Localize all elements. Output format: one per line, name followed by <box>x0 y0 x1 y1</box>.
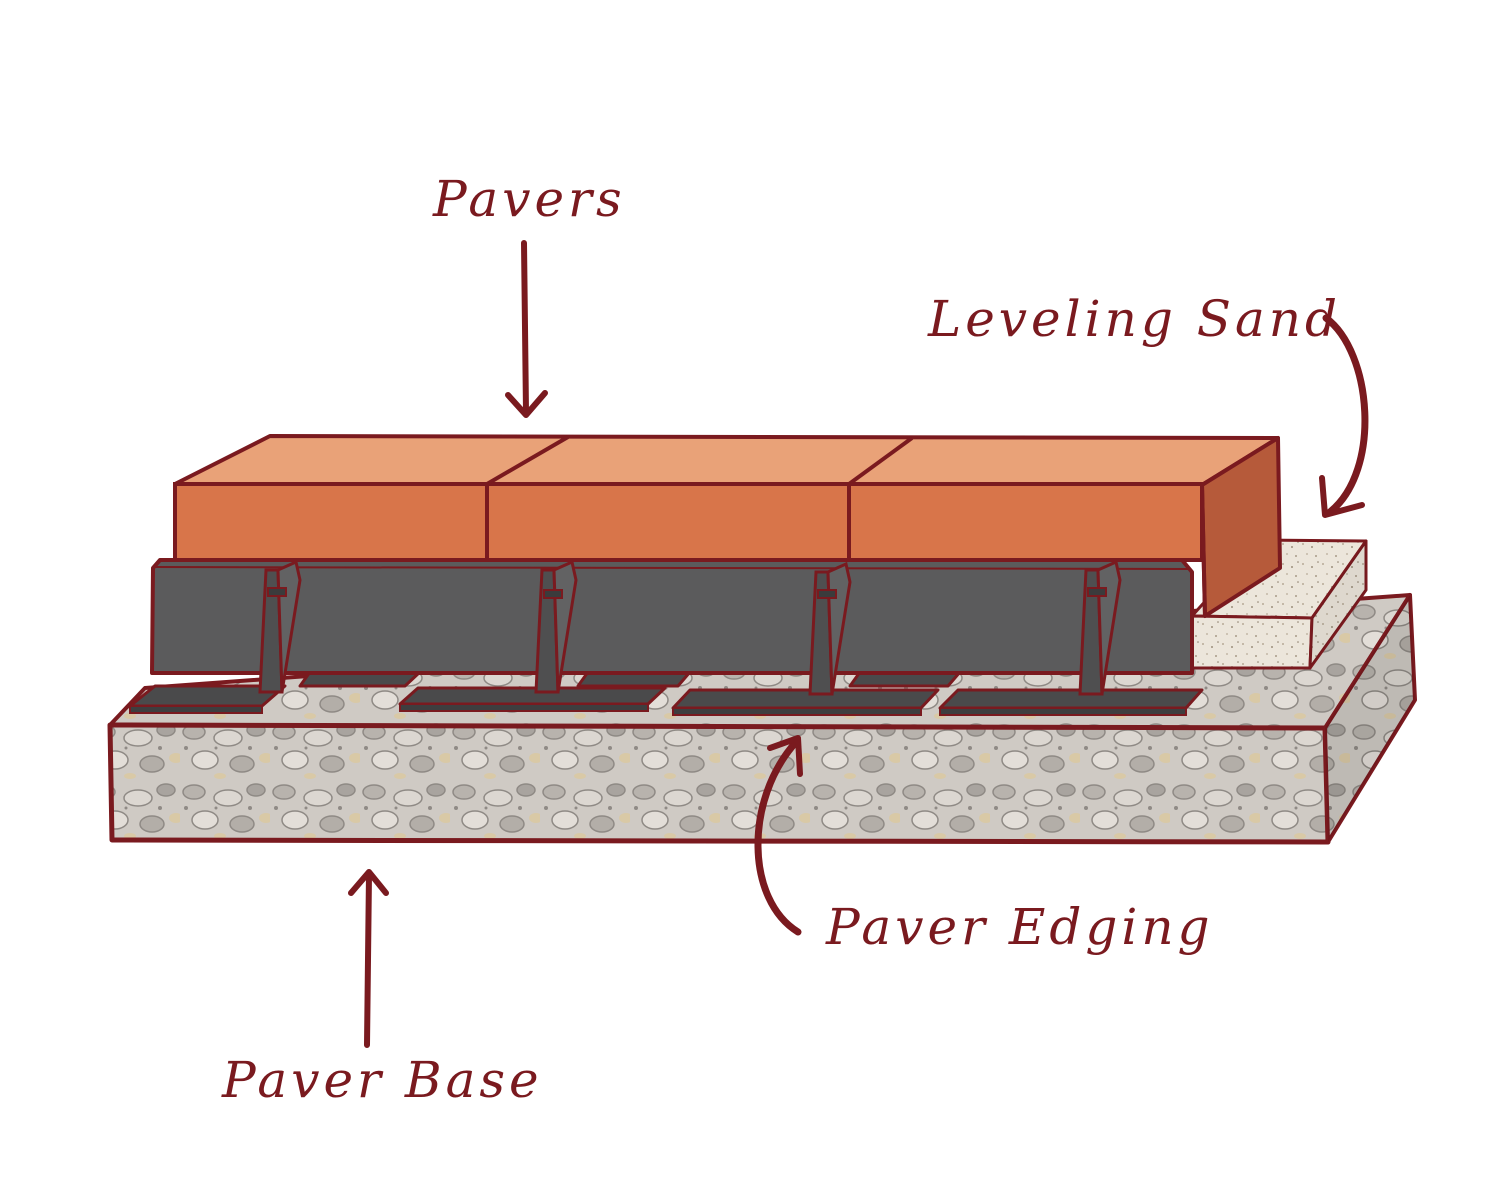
pavers <box>173 434 1282 618</box>
edging-stake <box>534 559 578 694</box>
paver-brick <box>847 482 1204 562</box>
paver-base-arrow <box>348 869 389 1048</box>
paver-brick <box>173 482 489 562</box>
paver-edging-wall <box>150 558 1194 675</box>
paver-edging-arrow <box>754 735 803 936</box>
leveling-sand-arrow <box>1319 314 1369 518</box>
edging-stake <box>808 561 852 696</box>
label-pavers: Pavers <box>432 170 626 228</box>
label-paver-edging: Paver Edging <box>825 898 1214 956</box>
label-paver-base: Paver Base <box>221 1051 543 1109</box>
label-leveling-sand: Leveling Sand <box>927 290 1341 348</box>
edging-stake <box>258 559 302 694</box>
callout-arrows <box>348 240 1369 1048</box>
paver-brick <box>485 482 851 562</box>
edging-stakes <box>258 559 1122 696</box>
pavers-arrow <box>505 240 548 418</box>
edging-flanges <box>128 670 1204 716</box>
edging-stake <box>1078 559 1122 696</box>
